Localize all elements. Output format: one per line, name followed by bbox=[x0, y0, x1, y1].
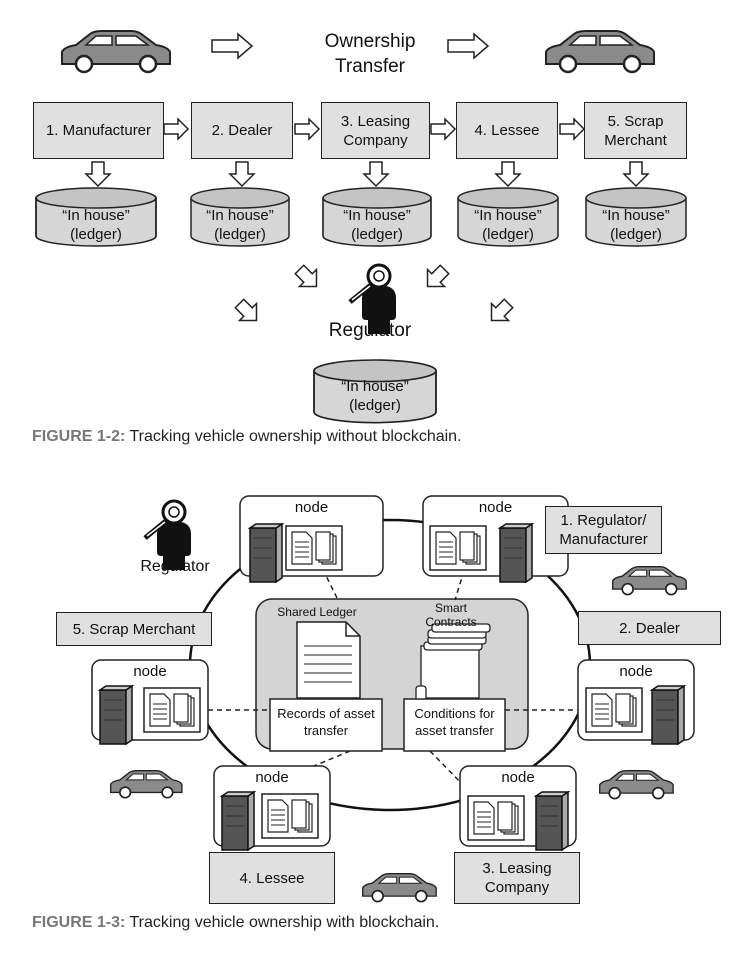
diagonal-arrow-icon bbox=[482, 294, 518, 330]
shared-ledger-label: Shared Ledger bbox=[277, 605, 357, 619]
ledger-label: “In house” (ledger) bbox=[474, 207, 542, 243]
party-box-scrap-merchant: 5. Scrap Merchant bbox=[56, 612, 212, 646]
diagonal-arrow-icon bbox=[418, 260, 454, 296]
figure-1-3-caption: FIGURE 1-3: Tracking vehicle ownership w… bbox=[32, 914, 439, 932]
party-box-leasing-company: 3. Leasing Company bbox=[321, 102, 430, 159]
party-box-scrap-merchant: 5. Scrap Merchant bbox=[584, 102, 687, 159]
right-arrow-icon bbox=[294, 118, 320, 140]
regulator-label: Regulator bbox=[328, 320, 412, 341]
right-arrow-icon bbox=[430, 118, 456, 140]
node-label: node bbox=[619, 663, 653, 680]
right-arrow-icon bbox=[559, 118, 585, 140]
node-label: node bbox=[294, 499, 329, 516]
car-icon bbox=[544, 29, 656, 74]
car-icon bbox=[361, 872, 438, 903]
party-box-manufacturer: 1. Manufacturer bbox=[33, 102, 164, 159]
right-arrow-icon bbox=[447, 33, 489, 59]
diagonal-arrow-icon bbox=[230, 294, 266, 330]
party-box-lessee: 4. Lessee bbox=[209, 852, 335, 904]
down-arrow-icon bbox=[85, 161, 111, 187]
smart-contracts-label: Smart Contracts bbox=[425, 601, 477, 629]
figure-1-2-caption: FIGURE 1-2: Tracking vehicle ownership w… bbox=[32, 428, 462, 446]
party-box-leasing-company: 3. Leasing Company bbox=[454, 852, 580, 904]
ledger-label: “In house” (ledger) bbox=[602, 207, 670, 243]
caption-text: Tracking vehicle ownership without block… bbox=[125, 428, 462, 445]
party-box-dealer: 2. Dealer bbox=[191, 102, 293, 159]
caption-number: FIGURE 1-2: bbox=[32, 428, 126, 445]
down-arrow-icon bbox=[495, 161, 521, 187]
diagonal-arrow-icon bbox=[290, 260, 326, 296]
car-icon bbox=[109, 769, 183, 799]
ledger-label: “In house” (ledger) bbox=[343, 207, 411, 243]
node-label: node bbox=[501, 769, 535, 786]
right-arrow-icon bbox=[163, 118, 189, 140]
right-arrow-icon bbox=[211, 33, 253, 59]
ledger-label: “In house” (ledger) bbox=[62, 207, 130, 243]
party-box-dealer: 2. Dealer bbox=[578, 611, 721, 645]
ledger-document-icon bbox=[296, 621, 361, 699]
node-label: node bbox=[133, 663, 167, 680]
down-arrow-icon bbox=[623, 161, 649, 187]
down-arrow-icon bbox=[363, 161, 389, 187]
node-label: node bbox=[255, 769, 289, 786]
party-box-lessee: 4. Lessee bbox=[456, 102, 558, 159]
ledger-label: “In house” (ledger) bbox=[206, 207, 274, 243]
caption-number: FIGURE 1-3: bbox=[32, 914, 126, 931]
ownership-transfer-label: Ownership Transfer bbox=[324, 31, 416, 77]
conditions-for-asset-transfer-label: Conditions for asset transfer bbox=[414, 706, 495, 738]
car-icon bbox=[598, 769, 675, 800]
node-label: node bbox=[478, 499, 513, 516]
ledger-label: “In house” (ledger) bbox=[341, 378, 409, 414]
car-icon bbox=[611, 565, 688, 596]
regulator-label: Regulator bbox=[140, 558, 210, 575]
caption-text: Tracking vehicle ownership with blockcha… bbox=[125, 914, 440, 931]
party-box-regulator-manufacturer: 1. Regulator/ Manufacturer bbox=[545, 506, 662, 554]
car-icon bbox=[60, 29, 172, 74]
figure-1-3-graphics bbox=[91, 495, 695, 903]
down-arrow-icon bbox=[229, 161, 255, 187]
records-of-asset-transfer-label: Records of asset transfer bbox=[277, 706, 375, 738]
